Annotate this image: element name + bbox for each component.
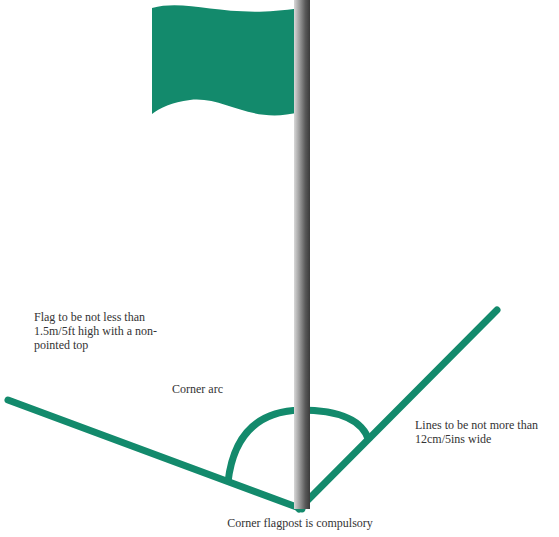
flag-note: Flag to be not less than 1.5m/5ft high w… — [34, 310, 169, 352]
flagpost-note: Corner flagpost is compulsory — [150, 516, 450, 530]
flag — [152, 5, 300, 115]
flagpost — [294, 0, 310, 509]
arc-label: Corner arc — [172, 382, 252, 396]
line-width-note: Lines to be not more than 12cm/5ins wide — [415, 418, 555, 446]
goal-line — [8, 400, 302, 509]
